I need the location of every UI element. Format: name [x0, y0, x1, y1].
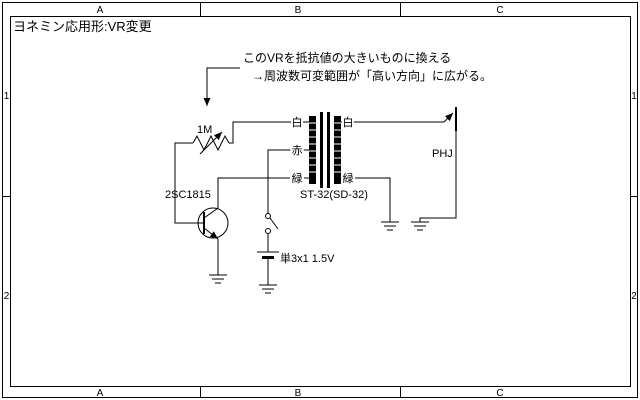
- ground-battery-icon: [259, 284, 277, 294]
- jack-plug-arrow: [443, 112, 454, 123]
- inner-border: [10, 16, 631, 387]
- zone-label-left-1: 1: [4, 91, 10, 102]
- transistor-emitter-arrow: [203, 227, 219, 240]
- zone-label-top-c: C: [496, 5, 503, 16]
- annotation-pointer-arrow: [203, 67, 240, 106]
- wire-primary-green-to-collector: [203, 177, 309, 219]
- primary-tap-red-label: 赤: [292, 144, 303, 157]
- wires: [174, 121, 457, 285]
- page-title: ヨネミン応用形:VR変更: [13, 19, 152, 34]
- resistor-value-label: 1M: [197, 124, 212, 136]
- wire-vr-to-base: [174, 142, 204, 224]
- annotation-line-2: →周波数可変範囲が「高い方向」に広がる。: [252, 68, 492, 83]
- zone-label-top-b: B: [295, 5, 302, 16]
- zone-label-top-a: A: [97, 5, 104, 16]
- core-bar-right: [327, 112, 330, 188]
- wire-secondary-green-to-ground: [341, 177, 391, 222]
- secondary-winding: [334, 116, 341, 184]
- zone-label-bottom-c: C: [496, 388, 503, 399]
- ground-symbols: [209, 221, 429, 294]
- transformer-label: ST-32(SD-32): [300, 189, 368, 201]
- core-bar-left: [320, 112, 323, 188]
- transistor: 2SC1815: [165, 189, 229, 240]
- ground-emitter-icon: [209, 274, 227, 284]
- annotation: このVRを抵抗値の大きいものに換える →周波数可変範囲が「高い方向」に広がる。: [203, 50, 492, 106]
- zone-label-right-2: 2: [631, 291, 637, 302]
- switch-lever: [269, 217, 279, 230]
- zone-label-left-2: 2: [4, 291, 10, 302]
- variable-resistor: 1M: [192, 124, 230, 155]
- battery: 単3x1 1.5V: [257, 251, 335, 265]
- phone-jack: PHJ: [432, 107, 457, 160]
- resistor-wiper-arrow: [199, 131, 223, 155]
- resistor-zigzag: [192, 134, 230, 152]
- zone-label-right-1: 1: [631, 91, 637, 102]
- ground-secondary-icon: [381, 221, 399, 231]
- secondary-tap-green-label: 緑: [343, 171, 354, 185]
- winding-turns: [309, 122, 341, 173]
- primary-winding: [309, 116, 316, 184]
- switch-contact-top: [265, 213, 271, 219]
- secondary-tap-white-label: 白: [343, 115, 354, 129]
- zone-label-bottom-b: B: [295, 388, 302, 399]
- wire-vr-to-primary-white: [229, 121, 309, 144]
- ground-jack-icon: [411, 221, 429, 231]
- wire-jack-sleeve-to-ground: [419, 131, 457, 222]
- primary-tap-green-label: 緑: [292, 171, 303, 185]
- wire-primary-red-to-switch: [267, 149, 309, 214]
- annotation-line-1: このVRを抵抗値の大きいものに換える: [243, 50, 451, 65]
- switch-contact-bottom: [265, 228, 271, 234]
- jack-label: PHJ: [432, 148, 453, 160]
- battery-label: 単3x1 1.5V: [280, 251, 335, 265]
- switch: [265, 213, 279, 234]
- primary-tap-white-label: 白: [292, 115, 303, 129]
- transistor-label: 2SC1815: [165, 189, 211, 201]
- transformer: 白 赤 緑 白 緑 ST-32(SD-32): [290, 112, 368, 201]
- zone-label-bottom-a: A: [97, 388, 104, 399]
